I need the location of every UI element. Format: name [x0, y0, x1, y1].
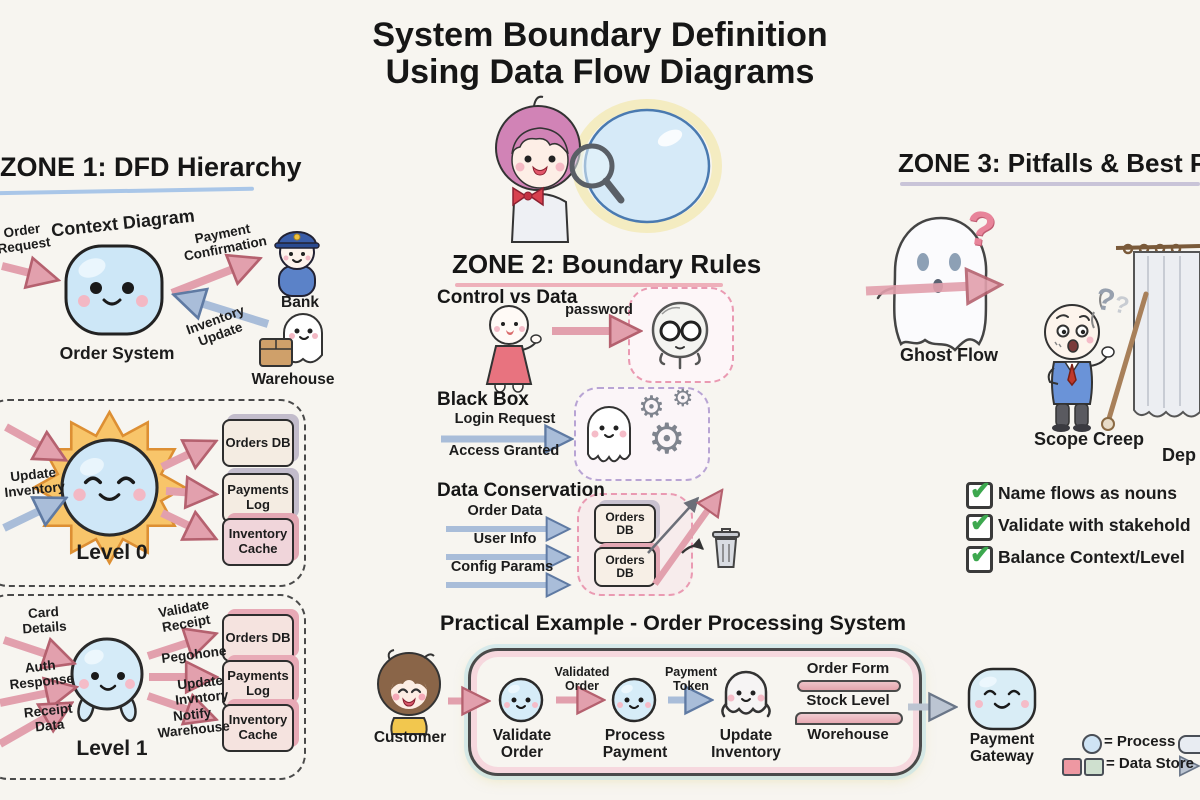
- customer-entity: [377, 649, 441, 735]
- conservation-title: Data Conservation: [437, 480, 605, 501]
- scope-creep-man: [1044, 304, 1115, 432]
- legend-external-entity-swatch: [1178, 735, 1200, 754]
- arrow-payment-confirmation: [170, 260, 256, 297]
- process3-label: Update Inventory: [711, 727, 781, 761]
- check-icon: ✔: [970, 477, 991, 505]
- flow-validated-order: Validated Order: [554, 665, 610, 693]
- flow-order-data: Order Data: [467, 503, 543, 519]
- store-orders-db-l1: Orders DB: [222, 614, 294, 662]
- practical-header: Practical Example - Order Processing Sys…: [440, 611, 907, 635]
- customer-label: Customer: [373, 729, 447, 746]
- gear-icon: ⚙: [672, 385, 694, 412]
- bow-tie: [512, 186, 528, 207]
- legend-datastore-swatch-pink: [1062, 758, 1082, 776]
- process2-label: Process Payment: [602, 727, 668, 761]
- level1-boundary: [0, 594, 306, 780]
- legend-process-swatch: [1082, 734, 1102, 754]
- blackbox-title: Black Box: [437, 389, 529, 410]
- check3-label: Balance Context/Level: [998, 547, 1185, 567]
- validate-order-process: [498, 677, 544, 723]
- gear-icon: ⚙: [638, 391, 665, 424]
- arrow-order-request: [1, 266, 54, 279]
- curtain: [1091, 243, 1200, 431]
- bar3-label: Worehouse: [807, 726, 889, 743]
- blackbox-ghost: [587, 406, 631, 463]
- level0-label: Level 0: [76, 541, 148, 564]
- magnifier-icon: [569, 143, 615, 189]
- gear-icon: ⚙: [648, 415, 686, 462]
- trash-icon: [712, 528, 740, 568]
- level1-octopus-process: [70, 637, 144, 722]
- control-vs-data-title: Control vs Data: [437, 287, 578, 308]
- gears-cluster: ⚙ ⚙ ⚙: [634, 385, 706, 474]
- bank-entity: [274, 231, 320, 297]
- flow-payment-token: Payment Token: [664, 665, 718, 693]
- entity-warehouse-label: Warehouse: [251, 371, 335, 388]
- update-inventory-process: [721, 670, 771, 718]
- zone1-underline: [0, 186, 255, 196]
- legend-process-label: = Process: [1104, 733, 1176, 750]
- page-title-line1: System Boundary Definition: [372, 16, 828, 54]
- flow-card-details: Card Details: [21, 603, 68, 637]
- level0-boundary: [0, 399, 306, 587]
- legend-datastore-swatch-green: [1084, 758, 1104, 776]
- zone3-header: ZONE 3: Pitfalls & Best Pract: [898, 148, 1200, 178]
- checkbox-1: ✔: [966, 477, 993, 509]
- gateway-label: Payment Gateway: [969, 731, 1035, 765]
- check-icon: ✔: [970, 509, 991, 537]
- scope-creep-label: Scope Creep: [1033, 429, 1145, 449]
- ghost-flow-label: Ghost Flow: [900, 345, 998, 365]
- tie: [1067, 363, 1077, 387]
- dress: [485, 345, 533, 385]
- flow-access-granted: Access Granted: [448, 443, 560, 459]
- store-orders-db-l0: Orders DB: [222, 419, 294, 467]
- page-title-line2: Using Data Flow Diagrams: [385, 53, 815, 91]
- checkbox-3: ✔: [966, 541, 993, 573]
- checkbox-2: ✔: [966, 509, 993, 541]
- store-orders-db-cons1: Orders DB: [594, 504, 656, 544]
- mascot-girl-magnifier: [495, 95, 722, 243]
- flow-password: password: [565, 302, 633, 318]
- store-orders-db-cons2: Orders DB: [594, 547, 656, 587]
- level1-label: Level 1: [76, 737, 148, 760]
- glasses-icon: [659, 320, 681, 342]
- store-inventory-cache-l1: Inventory Cache: [222, 704, 294, 752]
- flow-config-params: Config Params: [450, 559, 554, 575]
- flow-inventory-update: Inventory Update: [184, 302, 247, 349]
- order-system-process: [64, 244, 164, 336]
- check1-label: Name flows as nouns: [998, 483, 1177, 503]
- check2-label: Validate with stakehold: [998, 515, 1191, 535]
- zone2-underline: [455, 283, 723, 287]
- process-payment-process: [611, 677, 657, 723]
- bar2-shape: [795, 712, 903, 725]
- cut-label-dep: Dep: [1162, 445, 1197, 465]
- process-order-system: Order System: [59, 343, 175, 363]
- bar2-label: Stock Level: [806, 692, 890, 709]
- control-octopus-glasses: [651, 301, 709, 370]
- store-inventory-cache-l0: Inventory Cache: [222, 518, 294, 566]
- check-icon: ✔: [970, 541, 991, 569]
- entity-bank-label: Bank: [281, 294, 319, 311]
- flow-login-request: Login Request: [454, 411, 556, 427]
- zone2-header: ZONE 2: Boundary Rules: [452, 249, 762, 279]
- warehouse-entity: [259, 313, 323, 367]
- legend-datastore-label: = Data Store: [1106, 755, 1194, 772]
- zone3-underline: [900, 182, 1200, 186]
- bar1-label: Order Form: [806, 660, 890, 677]
- flow-order-request: Order Request: [0, 220, 52, 257]
- zone1-header: ZONE 1: DFD Hierarchy: [0, 152, 302, 182]
- flow-user-info: User Info: [473, 531, 537, 547]
- level0-sun-process: [31, 409, 188, 566]
- store-payments-log-l0: Payments Log: [222, 473, 294, 523]
- pole: [1105, 291, 1149, 425]
- control-girl-entity: [485, 305, 542, 393]
- process1-label: Validate Order: [492, 727, 552, 761]
- payment-gateway-entity: [967, 667, 1037, 731]
- bar1-shape: [797, 680, 901, 692]
